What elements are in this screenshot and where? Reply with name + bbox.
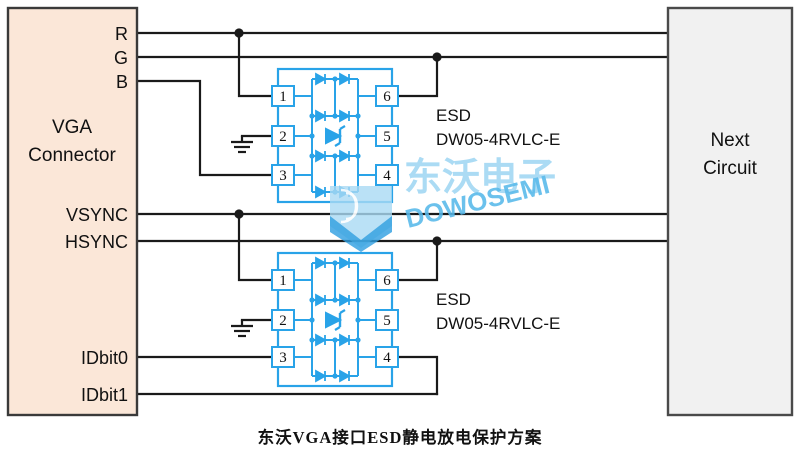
esd-bottom-diode-row-2 bbox=[315, 293, 351, 307]
esd-top-label-line1: ESD bbox=[436, 106, 471, 125]
ground-wires bbox=[240, 134, 280, 322]
esd-bottom-diode-row-1 bbox=[315, 256, 351, 270]
esd-top-pin-label-4: 4 bbox=[383, 168, 391, 184]
esd-top-tvs-diode bbox=[325, 125, 346, 147]
next-circuit-body bbox=[666, 6, 794, 417]
wire-hsync-drop-to-pin6 bbox=[390, 239, 439, 282]
esd-top-pin-label-5: 5 bbox=[383, 129, 391, 145]
junction-dot-vsync bbox=[234, 209, 244, 219]
esd-bottom-pinbox-4: 4 bbox=[375, 346, 399, 368]
esd-top-diode-row-2 bbox=[315, 109, 351, 123]
vga-connector-title-line1: VGA bbox=[52, 117, 92, 138]
diagram-caption: 东沃VGA接口ESD静电放电保护方案 bbox=[257, 428, 543, 447]
esd-top-pinbox-2: 2 bbox=[271, 125, 295, 147]
esd-bottom-pinbox-2: 2 bbox=[271, 309, 295, 331]
esd-top-pinbox-4: 4 bbox=[375, 164, 399, 186]
esd-top-pinbox-1: 1 bbox=[271, 85, 295, 107]
esd-top-pinbox-5: 5 bbox=[375, 125, 399, 147]
next-circuit-title-line1: Next bbox=[710, 130, 750, 151]
esd-bottom-pinbox-5: 5 bbox=[375, 309, 399, 331]
vga-pin-label-r: R bbox=[115, 24, 128, 44]
junction-dot-hsync bbox=[432, 236, 442, 246]
esd-top-diode-row-3 bbox=[315, 149, 351, 163]
esd-bottom-pin-label-4: 4 bbox=[383, 350, 391, 366]
esd-top-pinbox-3: 3 bbox=[271, 164, 295, 186]
wires-idbit-group bbox=[135, 355, 439, 396]
wire-g-drop-to-pin6 bbox=[390, 55, 439, 98]
watermark-group: 东沃电子 DOWOSEMI bbox=[330, 157, 556, 252]
esd-top-pin-label-6: 6 bbox=[383, 89, 391, 105]
esd-top-pin-label-2: 2 bbox=[279, 129, 287, 145]
next-circuit-block[interactable]: Next Circuit bbox=[666, 6, 794, 417]
wire-r-drop-to-pin1 bbox=[237, 31, 280, 98]
wire-vsync-drop-to-pin1 bbox=[237, 212, 280, 282]
junction-dot-r bbox=[234, 28, 244, 38]
wire-b bbox=[135, 79, 280, 177]
ground-bottom bbox=[231, 320, 253, 338]
esd-bottom-pin-label-1: 1 bbox=[279, 273, 287, 289]
vga-pin-label-idbit1: IDbit1 bbox=[81, 385, 128, 405]
vga-connector-title-line2: Connector bbox=[28, 145, 116, 166]
wire-pin4-to-idbit1 bbox=[390, 355, 439, 396]
esd-bottom-diode-row-3 bbox=[315, 333, 351, 347]
esd-bottom-pinbox-6: 6 bbox=[375, 269, 399, 291]
watermark-chinese: 东沃电子 bbox=[404, 157, 556, 199]
wires-sync-group bbox=[135, 212, 675, 282]
esd-top-pin-label-1: 1 bbox=[279, 89, 287, 105]
vga-connector-body bbox=[6, 6, 139, 417]
esd-bottom-label-line2: DW05-4RVLC-E bbox=[436, 314, 560, 333]
vga-pin-label-idbit0: IDbit0 bbox=[81, 348, 128, 368]
junction-dot-g bbox=[432, 52, 442, 62]
esd-top-pinbox-6: 6 bbox=[375, 85, 399, 107]
esd-bottom-pin-label-5: 5 bbox=[383, 313, 391, 329]
esd-bottom-tvs-diode bbox=[325, 309, 346, 331]
wires-top-group bbox=[135, 31, 675, 177]
esd-bottom-diode-row-4 bbox=[315, 369, 351, 383]
esd-bottom-pin-label-6: 6 bbox=[383, 273, 391, 289]
esd-bottom-pinbox-1: 1 bbox=[271, 269, 295, 291]
vga-pin-label-b: B bbox=[116, 72, 128, 92]
esd-bottom-pin-label-3: 3 bbox=[279, 350, 287, 366]
esd-top-pin-label-3: 3 bbox=[279, 168, 287, 184]
vga-pin-label-g: G bbox=[114, 48, 128, 68]
esd-device-bottom[interactable]: 1 2 3 6 5 4 ESD DW05-4RVL bbox=[271, 251, 560, 388]
esd-bottom-pin-label-2: 2 bbox=[279, 313, 287, 329]
ground-top bbox=[231, 136, 253, 154]
vga-pin-label-hsync: HSYNC bbox=[65, 232, 128, 252]
esd-top-diode-row-1 bbox=[315, 72, 351, 86]
dowosemi-logo-icon bbox=[330, 186, 392, 252]
esd-bottom-pinbox-3: 3 bbox=[271, 346, 295, 368]
esd-bottom-label-line1: ESD bbox=[436, 290, 471, 309]
next-circuit-title-line2: Circuit bbox=[703, 158, 758, 179]
esd-top-label-line2: DW05-4RVLC-E bbox=[436, 130, 560, 149]
vga-connector-block[interactable]: VGA Connector R G B VSYNC HSYNC IDbit0 I… bbox=[6, 6, 139, 417]
vga-pin-label-vsync: VSYNC bbox=[66, 205, 128, 225]
junction-dots bbox=[234, 28, 442, 246]
